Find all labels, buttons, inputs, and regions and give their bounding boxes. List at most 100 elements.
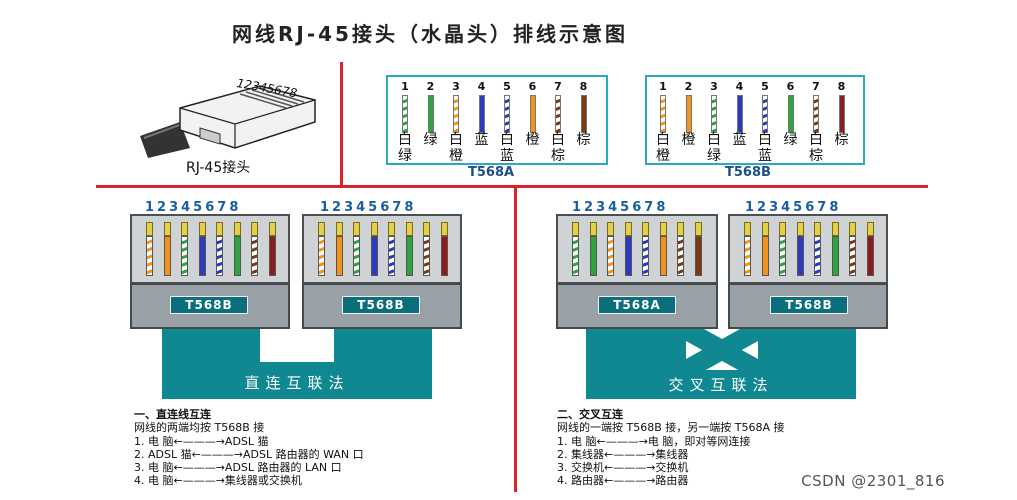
t568a-color-top-3: 白 <box>449 132 463 148</box>
straight-right-wire-1 <box>318 236 325 276</box>
t568a-color-top-4: 蓝 <box>474 132 489 148</box>
t568b-pin-number-7: 7 <box>812 80 820 93</box>
straight-left-wire-1 <box>146 236 153 276</box>
straight-right-pin-numbers: 12345678 <box>320 200 417 215</box>
t568a-color-top-7: 白 <box>551 132 565 148</box>
t568a-box <box>386 75 608 165</box>
straight-right-wire-3 <box>353 236 360 276</box>
straight-right-pin-5 <box>388 222 395 236</box>
crossover-cable-label: 交叉互联法 <box>668 376 774 394</box>
crossover-left-wire-8 <box>694 236 702 276</box>
csdn-watermark: CSDN @2301_816 <box>801 472 945 490</box>
crossover-left-wire-3 <box>607 236 614 276</box>
straight-left-wire-8 <box>268 236 276 276</box>
t568a-wire-2 <box>427 95 434 133</box>
t568a-wire-5 <box>504 95 510 133</box>
straight-cable-label: 直连互联法 <box>244 374 350 392</box>
crossover-left-wire-1 <box>572 236 579 276</box>
plug-caption: RJ-45接头 <box>186 160 251 176</box>
t568b-pin-number-6: 6 <box>786 80 795 93</box>
crossover-right-wire-2 <box>761 236 769 276</box>
crossover-right-badge: T568B <box>770 296 848 314</box>
t568a-color-top-1: 白 <box>398 132 412 148</box>
straight-cable-bottom <box>162 362 432 399</box>
crossover-left-pin-8 <box>694 222 702 236</box>
straight-right-pin-7 <box>423 222 430 236</box>
crossover-left-pin-numbers: 12345678 <box>572 200 669 215</box>
t568b-color-top-5: 白 <box>758 132 772 148</box>
divider-horizontal <box>96 185 928 188</box>
crossover-left-wire-2 <box>589 236 597 276</box>
straight-right-pin-6 <box>405 222 413 236</box>
crossover-right-pin-2 <box>761 222 769 236</box>
crossover-left-pin-4 <box>624 222 632 236</box>
straight-left-pin-7 <box>251 222 258 236</box>
straight-left-pin-6 <box>233 222 241 236</box>
t568b-box <box>645 75 865 165</box>
t568b-label: T568B <box>725 165 771 180</box>
crossover-right-wire-4 <box>796 236 804 276</box>
crossover-left-wire-4 <box>624 236 632 276</box>
crossover-right-wire-8 <box>866 236 874 276</box>
crossover-right-wire-3 <box>779 236 786 276</box>
t568a-wire-1 <box>402 95 408 133</box>
crossover-row-2: 2. 集线器←———→集线器 <box>557 448 689 461</box>
crossover-left-plug <box>556 214 718 284</box>
straight-left-wire-5 <box>216 236 223 276</box>
crossover-right-wire-5 <box>814 236 821 276</box>
straight-left-plug <box>130 214 290 284</box>
divider-vertical-top <box>340 62 343 186</box>
t568b-pin-number-4: 4 <box>735 80 744 93</box>
t568a-color-bottom-3: 橙 <box>449 148 463 164</box>
t568a-wire-6 <box>529 95 536 133</box>
t568a-color-top-6: 橙 <box>525 132 540 148</box>
crossover-row-3: 3. 交换机←———→交换机 <box>557 461 689 474</box>
straight-heading: 一、直连线互连 <box>134 408 211 421</box>
crossover-left-pin-1 <box>572 222 579 236</box>
straight-left-pin-numbers: 12345678 <box>145 200 242 215</box>
crossover-right-pin-numbers: 12345678 <box>745 200 842 215</box>
crossover-heading: 二、交叉互连 <box>557 408 623 421</box>
t568b-color-bottom-5: 蓝 <box>758 148 772 164</box>
straight-left-pin-8 <box>268 222 276 236</box>
t568b-wire-6 <box>787 95 794 133</box>
crossover-right-pin-6 <box>831 222 839 236</box>
t568b-pin-number-5: 5 <box>761 80 769 93</box>
straight-right-wire-2 <box>335 236 343 276</box>
t568b-color-top-8: 棕 <box>834 132 849 148</box>
straight-subheading: 网线的两端均按 T568B 接 <box>134 421 265 434</box>
t568a-pin-number-7: 7 <box>554 80 562 93</box>
crossover-right-pin-7 <box>849 222 856 236</box>
straight-right-pin-2 <box>335 222 343 236</box>
straight-right-collar <box>302 283 462 329</box>
t568b-wire-7 <box>813 95 819 133</box>
t568a-color-bottom-7: 棕 <box>551 148 565 164</box>
t568a-pin-number-1: 1 <box>401 80 409 93</box>
crossover-right-wire-7 <box>849 236 856 276</box>
crossover-left-pin-7 <box>677 222 684 236</box>
crossover-cable-bottom <box>586 370 856 399</box>
straight-right-wire-7 <box>423 236 430 276</box>
crossover-right-pin-3 <box>779 222 786 236</box>
t568b-color-top-7: 白 <box>809 132 823 148</box>
straight-right-pin-3 <box>353 222 360 236</box>
crossover-left-wire-5 <box>642 236 649 276</box>
t568b-color-top-2: 橙 <box>681 132 696 148</box>
straight-right-plug <box>302 214 462 284</box>
t568b-color-top-4: 蓝 <box>732 132 747 148</box>
t568a-pin-number-6: 6 <box>528 80 537 93</box>
t568b-color-bottom-1: 橙 <box>656 148 670 164</box>
straight-left-wire-7 <box>251 236 258 276</box>
crossover-left-pin-5 <box>642 222 649 236</box>
t568a-wire-3 <box>453 95 459 133</box>
t568b-wire-3 <box>711 95 717 133</box>
rj45-plug-illustration <box>140 85 316 158</box>
straight-right-wire-5 <box>388 236 395 276</box>
t568a-wire-8 <box>580 95 587 133</box>
crossover-right-pin-8 <box>866 222 874 236</box>
crossover-right-plug <box>728 214 888 284</box>
t568a-color-top-2: 绿 <box>423 132 438 148</box>
crossover-subheading: 网线的一端按 T568B 接，另一端按 T568A 接 <box>557 421 785 434</box>
straight-right-wire-6 <box>405 236 413 276</box>
t568b-color-top-6: 绿 <box>783 132 798 148</box>
